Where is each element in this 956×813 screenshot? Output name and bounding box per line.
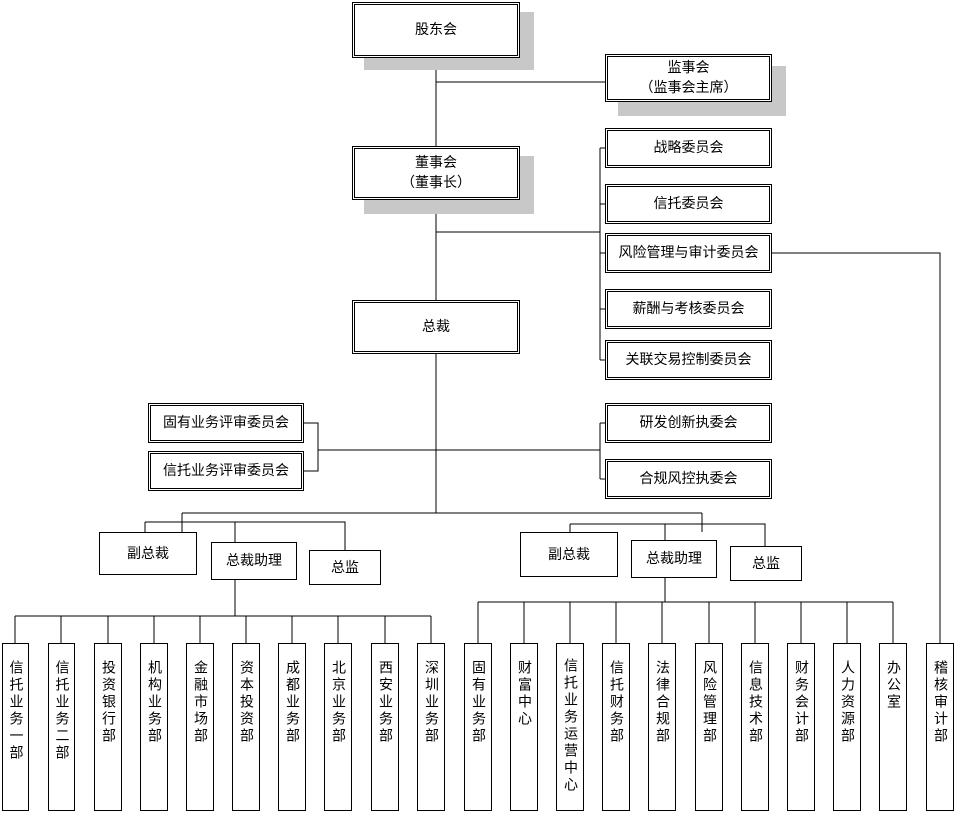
supervisors-subtitle: （监事会主席） <box>639 80 738 96</box>
department-box: 金融市场部 <box>186 643 214 811</box>
board-box: 董事会 （董事长） <box>352 146 520 200</box>
department-label: 机构业务部 <box>146 660 162 745</box>
review-committee: 信托业务评审委员会 <box>148 451 304 491</box>
department-label: 信托业务运营中心 <box>562 658 578 794</box>
board-committee: 关联交易控制委员会 <box>605 340 772 380</box>
department-label: 法律合规部 <box>654 660 670 745</box>
exec-committee-label: 合规风控执委会 <box>639 471 738 487</box>
right-assistant-label: 总裁助理 <box>646 551 702 567</box>
supervisors-box: 监事会 （监事会主席） <box>605 54 772 102</box>
department-box: 信息技术部 <box>741 643 769 811</box>
department-label: 信托业务一部 <box>7 660 24 762</box>
board-committee-label: 信托委员会 <box>653 196 724 212</box>
department-box: 风险管理部 <box>695 643 723 811</box>
board-committee-label: 薪酬与考核委员会 <box>632 301 745 317</box>
audit-department-label: 稽核审计部 <box>932 660 948 745</box>
right-assistant-box: 总裁助理 <box>631 540 717 578</box>
board-committee: 风险管理与审计委员会 <box>605 233 772 273</box>
department-box: 人力资源部 <box>833 643 861 811</box>
department-box: 北京业务部 <box>324 643 352 811</box>
left-director-box: 总监 <box>309 550 381 585</box>
department-label: 投资银行部 <box>100 660 116 745</box>
supervisors-title: 监事会 <box>667 60 710 76</box>
department-box: 资本投资部 <box>232 643 260 811</box>
department-box: 财富中心 <box>510 643 538 811</box>
department-box: 财务会计部 <box>787 643 815 811</box>
department-box: 办公室 <box>879 643 907 811</box>
department-box: 固有业务部 <box>464 643 492 811</box>
left-vp-label: 副总裁 <box>127 545 169 562</box>
board-committee: 战略委员会 <box>605 128 772 168</box>
left-director-label: 总监 <box>331 559 359 576</box>
department-label: 资本投资部 <box>238 660 254 745</box>
department-label: 办公室 <box>885 660 901 711</box>
left-vp-box: 副总裁 <box>99 532 197 575</box>
board-committee-label: 风险管理与审计委员会 <box>618 245 759 261</box>
department-box: 投资银行部 <box>94 643 122 811</box>
department-label: 金融市场部 <box>192 660 208 745</box>
department-label: 信托业务二部 <box>53 660 70 762</box>
department-box: 法律合规部 <box>648 643 676 811</box>
shareholders-box: 股东会 <box>352 2 520 58</box>
department-label: 风险管理部 <box>701 660 717 745</box>
review-committee-label: 固有业务评审委员会 <box>163 415 289 431</box>
exec-committee: 研发创新执委会 <box>605 403 772 443</box>
department-label: 固有业务部 <box>470 660 486 745</box>
right-vp-box: 副总裁 <box>520 532 618 577</box>
president-box: 总裁 <box>352 300 520 354</box>
board-committee: 薪酬与考核委员会 <box>605 289 772 329</box>
department-label: 深圳业务部 <box>423 660 439 745</box>
department-label: 信息技术部 <box>747 660 763 745</box>
president-label: 总裁 <box>422 319 450 335</box>
audit-department-box: 稽核审计部 <box>926 643 954 811</box>
exec-committee: 合规风控执委会 <box>605 459 772 499</box>
right-director-label: 总监 <box>752 555 780 572</box>
department-box: 成都业务部 <box>278 643 306 811</box>
review-committee: 固有业务评审委员会 <box>148 403 304 443</box>
exec-committee-label: 研发创新执委会 <box>639 415 738 431</box>
shareholders-label: 股东会 <box>415 22 457 38</box>
board-title: 董事会 <box>415 155 457 171</box>
department-box: 信托业务一部 <box>2 643 29 811</box>
board-committee-label: 关联交易控制委员会 <box>625 352 752 368</box>
department-label: 北京业务部 <box>330 660 346 745</box>
department-label: 西安业务部 <box>377 660 393 745</box>
department-label: 财富中心 <box>516 660 532 728</box>
department-box: 机构业务部 <box>140 643 168 811</box>
department-box: 信托业务运营中心 <box>556 643 584 811</box>
department-label: 成都业务部 <box>284 660 300 745</box>
left-assistant-box: 总裁助理 <box>211 542 297 580</box>
board-subtitle: （董事长） <box>401 175 471 191</box>
board-committee-label: 战略委员会 <box>653 140 724 156</box>
department-box: 西安业务部 <box>371 643 399 811</box>
department-label: 财务会计部 <box>793 660 809 745</box>
right-vp-label: 副总裁 <box>548 546 590 563</box>
right-director-box: 总监 <box>730 546 802 581</box>
left-assistant-label: 总裁助理 <box>226 553 282 569</box>
department-label: 信托财务部 <box>608 660 624 745</box>
review-committee-label: 信托业务评审委员会 <box>163 463 289 479</box>
department-box: 深圳业务部 <box>417 643 445 811</box>
department-label: 人力资源部 <box>839 660 855 745</box>
department-box: 信托业务二部 <box>48 643 75 811</box>
department-box: 信托财务部 <box>602 643 630 811</box>
board-committee: 信托委员会 <box>605 184 772 224</box>
